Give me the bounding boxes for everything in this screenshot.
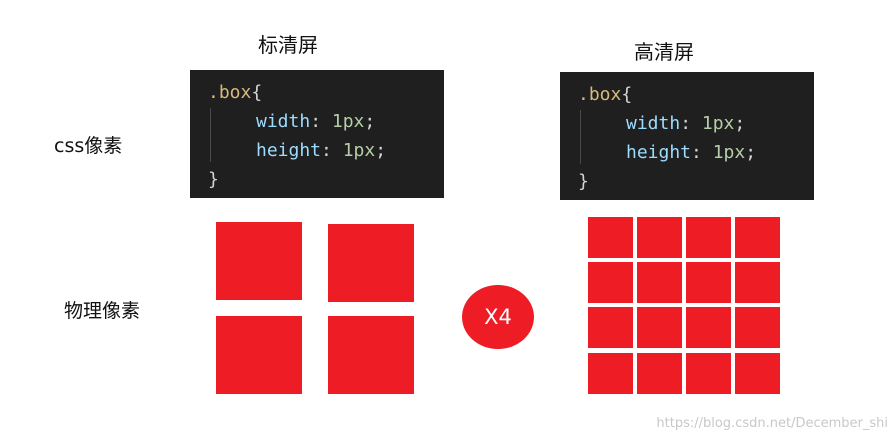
title-standard-screen: 标清屏 bbox=[258, 33, 318, 57]
code-colon: : bbox=[680, 113, 702, 134]
physical-pixel bbox=[686, 307, 731, 348]
code-semicolon: ; bbox=[734, 113, 746, 134]
code-prop-height: height bbox=[626, 142, 692, 163]
code-close-brace: } bbox=[208, 169, 219, 190]
code-semicolon: ; bbox=[745, 142, 757, 163]
code-block-standard: .box{ width: 1px; height: 1px; } bbox=[190, 70, 444, 198]
physical-pixel bbox=[735, 353, 780, 394]
code-line-selector: .box{ bbox=[560, 80, 814, 109]
indent-guide bbox=[210, 108, 211, 162]
code-line-selector: .box{ bbox=[190, 78, 444, 107]
code-semicolon: ; bbox=[375, 140, 387, 161]
physical-pixel bbox=[686, 262, 731, 303]
code-prop-width: width bbox=[626, 113, 681, 134]
physical-pixel bbox=[588, 307, 633, 348]
physical-pixel bbox=[637, 307, 682, 348]
physical-pixel bbox=[588, 217, 633, 258]
code-semicolon: ; bbox=[364, 111, 376, 132]
indent-guide bbox=[580, 110, 581, 164]
physical-pixel bbox=[735, 307, 780, 348]
code-colon: : bbox=[691, 142, 713, 163]
multiplier-badge: X4 bbox=[462, 285, 534, 349]
label-physical-pixels: 物理像素 bbox=[64, 300, 141, 322]
physical-pixel bbox=[637, 217, 682, 258]
physical-pixel bbox=[735, 217, 780, 258]
code-value-width: 1px bbox=[701, 113, 735, 134]
physical-pixel bbox=[588, 353, 633, 394]
title-high-definition-screen: 高清屏 bbox=[634, 40, 694, 64]
physical-pixel bbox=[637, 262, 682, 303]
code-line-width: width: 1px; bbox=[560, 109, 814, 138]
code-value-height: 1px bbox=[342, 140, 376, 161]
physical-pixel bbox=[686, 217, 731, 258]
code-block-high: .box{ width: 1px; height: 1px; } bbox=[560, 72, 814, 200]
code-colon: : bbox=[310, 111, 332, 132]
physical-pixel bbox=[216, 316, 302, 394]
code-prop-height: height bbox=[256, 140, 322, 161]
code-line-height: height: 1px; bbox=[560, 138, 814, 167]
code-close-brace: } bbox=[578, 171, 589, 192]
label-css-pixels: css像素 bbox=[54, 135, 123, 157]
physical-pixel bbox=[686, 353, 731, 394]
physical-pixel bbox=[588, 262, 633, 303]
physical-pixel bbox=[328, 224, 414, 302]
code-selector: .box bbox=[578, 84, 622, 105]
physical-pixel bbox=[735, 262, 780, 303]
code-colon: : bbox=[321, 140, 343, 161]
code-line-close: } bbox=[190, 165, 444, 194]
code-selector: .box bbox=[208, 82, 252, 103]
code-value-height: 1px bbox=[712, 142, 746, 163]
code-line-close: } bbox=[560, 167, 814, 196]
code-open-brace: { bbox=[621, 84, 633, 105]
code-line-height: height: 1px; bbox=[190, 136, 444, 165]
code-prop-width: width bbox=[256, 111, 311, 132]
code-value-width: 1px bbox=[331, 111, 365, 132]
code-line-width: width: 1px; bbox=[190, 107, 444, 136]
physical-pixel bbox=[637, 353, 682, 394]
physical-pixel bbox=[216, 222, 302, 300]
physical-pixel bbox=[328, 316, 414, 394]
watermark: https://blog.csdn.net/December_shi bbox=[656, 416, 888, 431]
code-open-brace: { bbox=[251, 82, 263, 103]
